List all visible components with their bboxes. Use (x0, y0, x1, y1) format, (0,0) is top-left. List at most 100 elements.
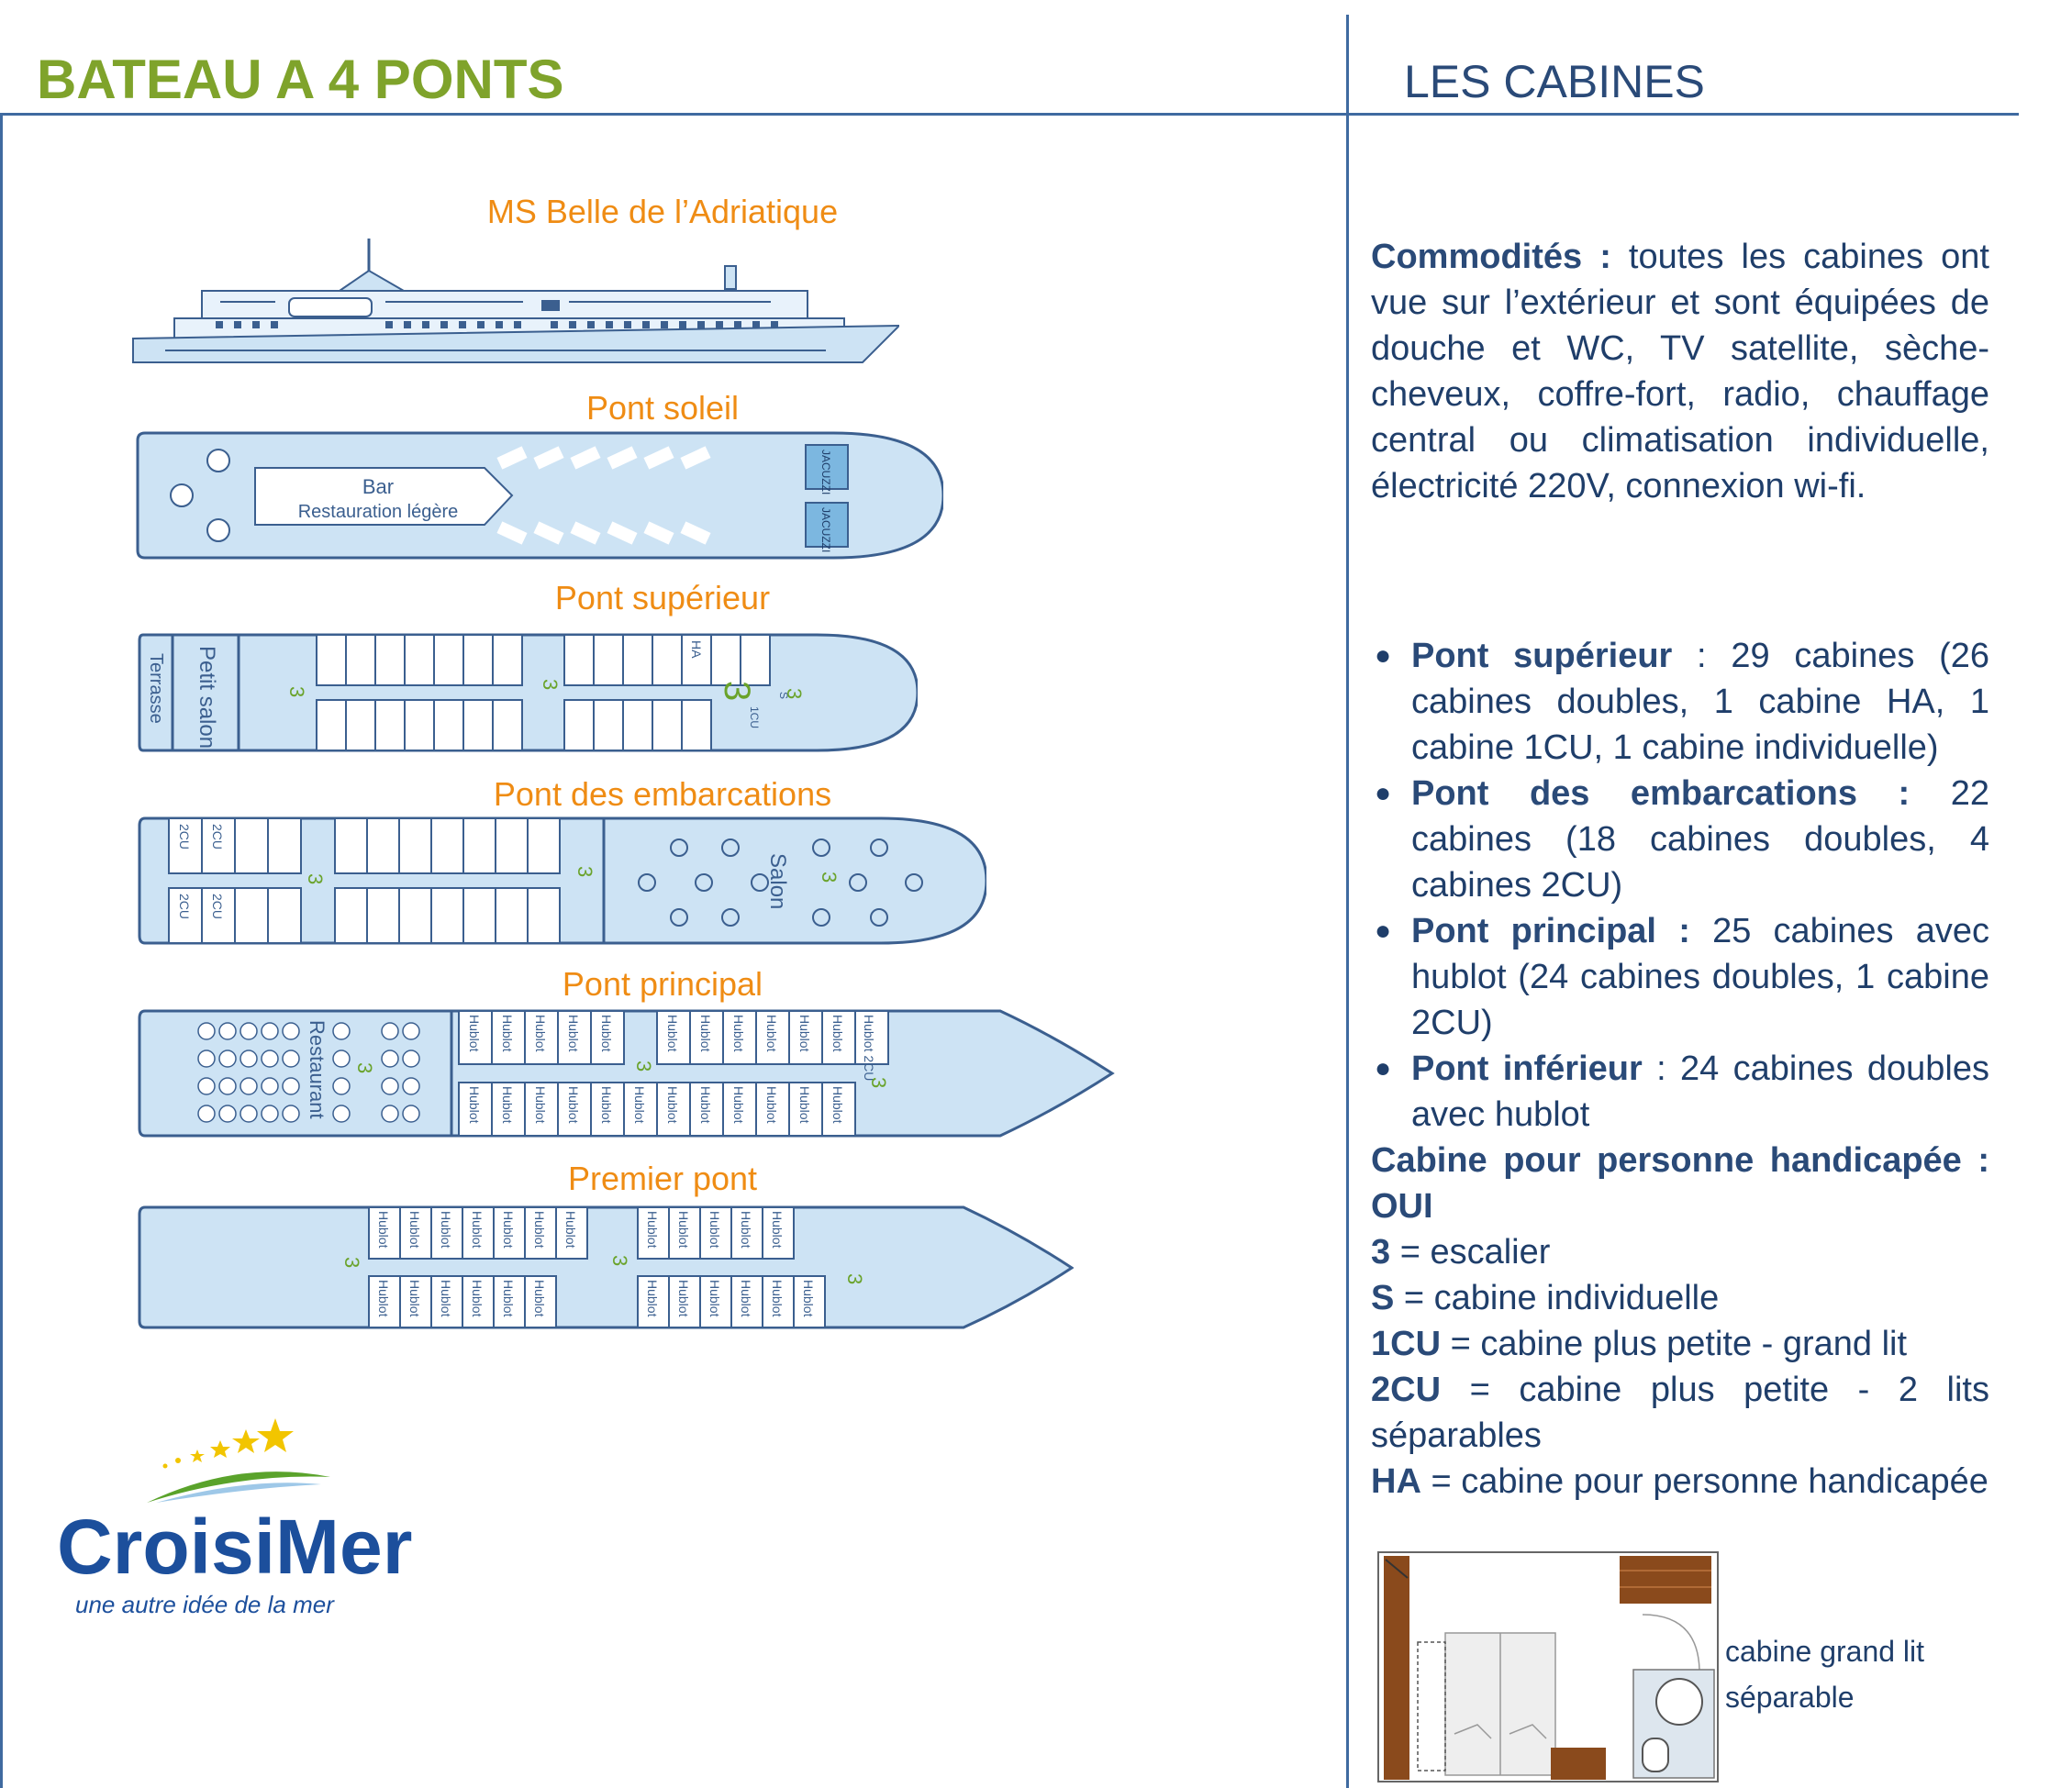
hublot-label: Hublot (376, 1280, 391, 1317)
jacuzzi-label-1: JACUZZI (819, 450, 832, 494)
hublot-label: Hublot (566, 1086, 581, 1124)
column-divider (1346, 15, 1349, 1788)
legend-text: = cabine plus petite - 2 lits séparables (1371, 1371, 1989, 1455)
hublot-label: Hublot (797, 1015, 812, 1052)
soleil-bar-label: Bar (362, 475, 394, 498)
list-item-separator: : (1672, 637, 1732, 675)
list-item-deck: Pont des embarcations : (1411, 774, 1910, 813)
deck-plan-soleil: Bar Restauration légère JACUZZI JACUZZI (136, 431, 943, 560)
list-item-text: 24 cabines doubles avec hublot (1411, 1049, 1989, 1134)
cabins-summary: ●Pont supérieur : 29 cabines (26 cabines… (1371, 633, 1989, 1505)
deck-label-superieur: Pont supérieur (554, 579, 771, 616)
hublot-label: Hublot (467, 1086, 482, 1124)
handicap-label: Cabine pour personne handicapée : OUI (1371, 1141, 1989, 1226)
legend-item: HA = cabine pour personne handicapée (1371, 1459, 1989, 1505)
ship-name: MS Belle de l’Adriatique (486, 193, 839, 230)
hublot-label: Hublot (439, 1211, 453, 1249)
stair-symbol: 3 (574, 866, 596, 877)
commodites-text: toutes les cabines ont vue sur l’extérie… (1371, 238, 1989, 505)
deck-label-embarcations: Pont des embarcations (493, 775, 832, 813)
croisimer-logo: CroisiMer une autre idée de la mer (57, 1418, 412, 1618)
stair-symbol: 3 (818, 872, 841, 883)
stair-symbol: 3 (285, 686, 308, 697)
legend-item: 3 = escalier (1371, 1229, 1989, 1275)
hublot-label: Hublot (532, 1280, 547, 1317)
soleil-bar-sublabel: Restauration légère (298, 502, 459, 522)
hublot-label: Hublot (770, 1211, 785, 1249)
deck-label-soleil: Pont soleil (585, 389, 740, 427)
commodites-section: Commodités : toutes les cabines ont vue … (1371, 234, 1989, 509)
list-item-text: 25 cabines avec hublot (24 cabines doubl… (1411, 912, 1989, 1042)
hublot-label: Hublot (764, 1015, 779, 1052)
bullet-icon: ● (1375, 916, 1392, 946)
list-item-separator (1910, 774, 1951, 813)
hublot-label: Hublot (632, 1086, 647, 1124)
logo-brand-text: CroisiMer (57, 1504, 412, 1590)
hublot-label: Hublot (731, 1086, 746, 1124)
legend-text: = cabine individuelle (1394, 1279, 1720, 1317)
hublot-label: Hublot (830, 1015, 845, 1052)
hublot-label: Hublot (645, 1280, 660, 1317)
list-item-deck: Pont principal : (1411, 912, 1690, 950)
legend-text: = cabine pour personne handicapée (1420, 1462, 1988, 1501)
deck-plan-principal: Hublot Hublot Hublot Hublot Hublot Hublo… (138, 1009, 1115, 1138)
list-item: ●Pont inférieur : 24 cabines doubles ave… (1371, 1046, 1989, 1138)
hublot-label: Hublot (739, 1211, 753, 1249)
legend-item: 1CU = cabine plus petite - grand lit (1371, 1321, 1989, 1367)
list-item-deck: Pont inférieur (1411, 1049, 1643, 1088)
legend-text: = escalier (1390, 1233, 1551, 1272)
stair-symbol: 3 (867, 1077, 890, 1088)
legend-key: S (1371, 1279, 1395, 1317)
list-item: ● Pont principal : 25 cabines avec hublot… (1371, 908, 1989, 1046)
page-title: BATEAU A 4 PONTS (37, 49, 564, 110)
stair-symbol: 3 (304, 873, 327, 884)
hublot-label: Hublot (797, 1086, 812, 1124)
legend-text: = cabine plus petite - grand lit (1441, 1325, 1908, 1363)
hublot-label: Hublot (500, 1086, 515, 1124)
embarcations-2cu-label: 2CU (210, 824, 225, 850)
hublot-label: Hublot (764, 1086, 779, 1124)
hublot-label: Hublot (665, 1086, 680, 1124)
bullet-icon: ● (1375, 778, 1392, 808)
stair-symbol: 3 (353, 1062, 376, 1073)
stair-symbol: 3 (608, 1255, 631, 1266)
hublot-label: Hublot (563, 1211, 578, 1249)
header-rule (0, 113, 2019, 116)
deck-plan-superieur: Terrasse Petit salon HA 1CU S 3 3 3 3 (138, 633, 918, 752)
stair-symbol: 3 (717, 681, 757, 701)
hublot-label: Hublot (676, 1280, 691, 1317)
legend: 3 = escalier S = cabine individuelle 1CU… (1371, 1229, 1989, 1505)
legend-key: HA (1371, 1462, 1421, 1501)
ship-profile-drawing (132, 239, 899, 363)
hublot-label: Hublot (707, 1211, 722, 1249)
list-item-deck: Pont supérieur (1411, 637, 1673, 675)
hublot-label: Hublot (599, 1086, 614, 1124)
hublot-label: Hublot (501, 1280, 516, 1317)
deck-cabin-list: ●Pont supérieur : 29 cabines (26 cabines… (1371, 633, 1989, 1138)
stair-symbol: 3 (539, 679, 562, 690)
hublot-label: Hublot (407, 1280, 422, 1317)
legend-key: 3 (1371, 1233, 1391, 1272)
hublot-label: Hublot (500, 1015, 515, 1052)
hublot-label: Hublot (376, 1211, 391, 1249)
hublot-label: Hublot (532, 1211, 547, 1249)
embarcations-2cu-label: 2CU (210, 894, 225, 919)
handicap-line: Cabine pour personne handicapée : OUI (1371, 1138, 1989, 1229)
list-item-separator: : (1642, 1049, 1680, 1088)
hublot-label: Hublot (739, 1280, 753, 1317)
hublot-label: Hublot (566, 1015, 581, 1052)
cabin-plan-caption: cabine grand lit séparable (1725, 1635, 1925, 1714)
terrasse-label: Terrasse (146, 653, 166, 724)
hublot-label: Hublot (470, 1211, 485, 1249)
hublot-label: Hublot (407, 1211, 422, 1249)
deck-label-principal: Pont principal (562, 965, 763, 1003)
list-item-separator (1690, 912, 1712, 950)
legend-item: S = cabine individuelle (1371, 1275, 1989, 1321)
hublot-label: Hublot (830, 1086, 845, 1124)
hublot-label: Hublot (599, 1015, 614, 1052)
hublot-label: Hublot (467, 1015, 482, 1052)
legend-item: 2CU = cabine plus petite - 2 lits sépara… (1371, 1367, 1989, 1459)
hublot-label: Hublot (645, 1211, 660, 1249)
stair-symbol: 3 (632, 1061, 655, 1072)
section-title-cabines: LES CABINES (1404, 56, 1705, 107)
